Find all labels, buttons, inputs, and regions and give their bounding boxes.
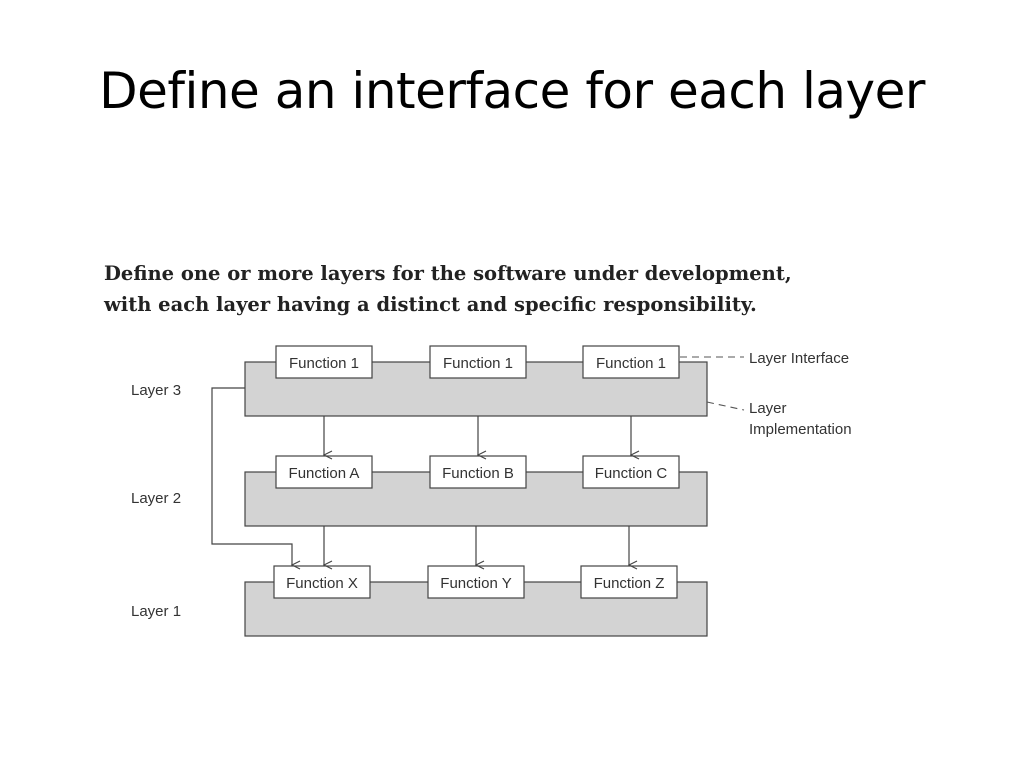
layer-1-function-z-box (580, 565, 678, 599)
layer-3-function-1-label: Function 1 (289, 355, 359, 372)
diagram-caption: Define one or more layers for the softwa… (104, 258, 924, 320)
layer-1-function-x-label: Function X (286, 575, 358, 592)
caption-line-2: with each layer having a distinct and sp… (104, 293, 757, 316)
layer-2-label: Layer 2 (131, 490, 181, 507)
layer-2-group: Layer 2 Function A Function B Function C (131, 455, 708, 527)
layer-2-function-c-label: Function C (595, 465, 668, 482)
bypass-connector-l3-to-l1 (211, 387, 292, 565)
layer-1-label: Layer 1 (131, 603, 181, 620)
layer-2-function-b-box (429, 455, 527, 489)
layer-implementation-annotation-line-2: Implementation (749, 421, 852, 438)
layer-3-function-2-label: Function 1 (443, 355, 513, 372)
layer-implementation-annotation-line-1: Layer (749, 400, 787, 417)
slide-title: Define an interface for each layer (99, 62, 925, 120)
layer-1-function-y-label: Function Y (440, 575, 511, 592)
layer-1-group: Layer 1 Function X Function Y Function Z (131, 565, 708, 637)
implementation-leader-line (706, 401, 745, 411)
layer-1-function-z-label: Function Z (594, 575, 665, 592)
layer-1-function-x-box (273, 565, 371, 599)
layer-3-function-1-box (275, 345, 373, 379)
layer-3-function-2-box (429, 345, 527, 379)
layer-interface-annotation: Layer Interface (749, 350, 849, 367)
layer-3-label: Layer 3 (131, 382, 181, 399)
caption-line-1: Define one or more layers for the softwa… (104, 262, 792, 285)
layer-2-function-a-box (275, 455, 373, 489)
layer-2-function-b-label: Function B (442, 465, 514, 482)
layer-3-function-3-label: Function 1 (596, 355, 666, 372)
layer-3-group: Layer 3 Function 1 Function 1 Function 1 (131, 345, 708, 417)
layer-3-function-3-box (582, 345, 680, 379)
layer-2-function-a-label: Function A (289, 465, 360, 482)
layer-2-function-c-box (582, 455, 680, 489)
